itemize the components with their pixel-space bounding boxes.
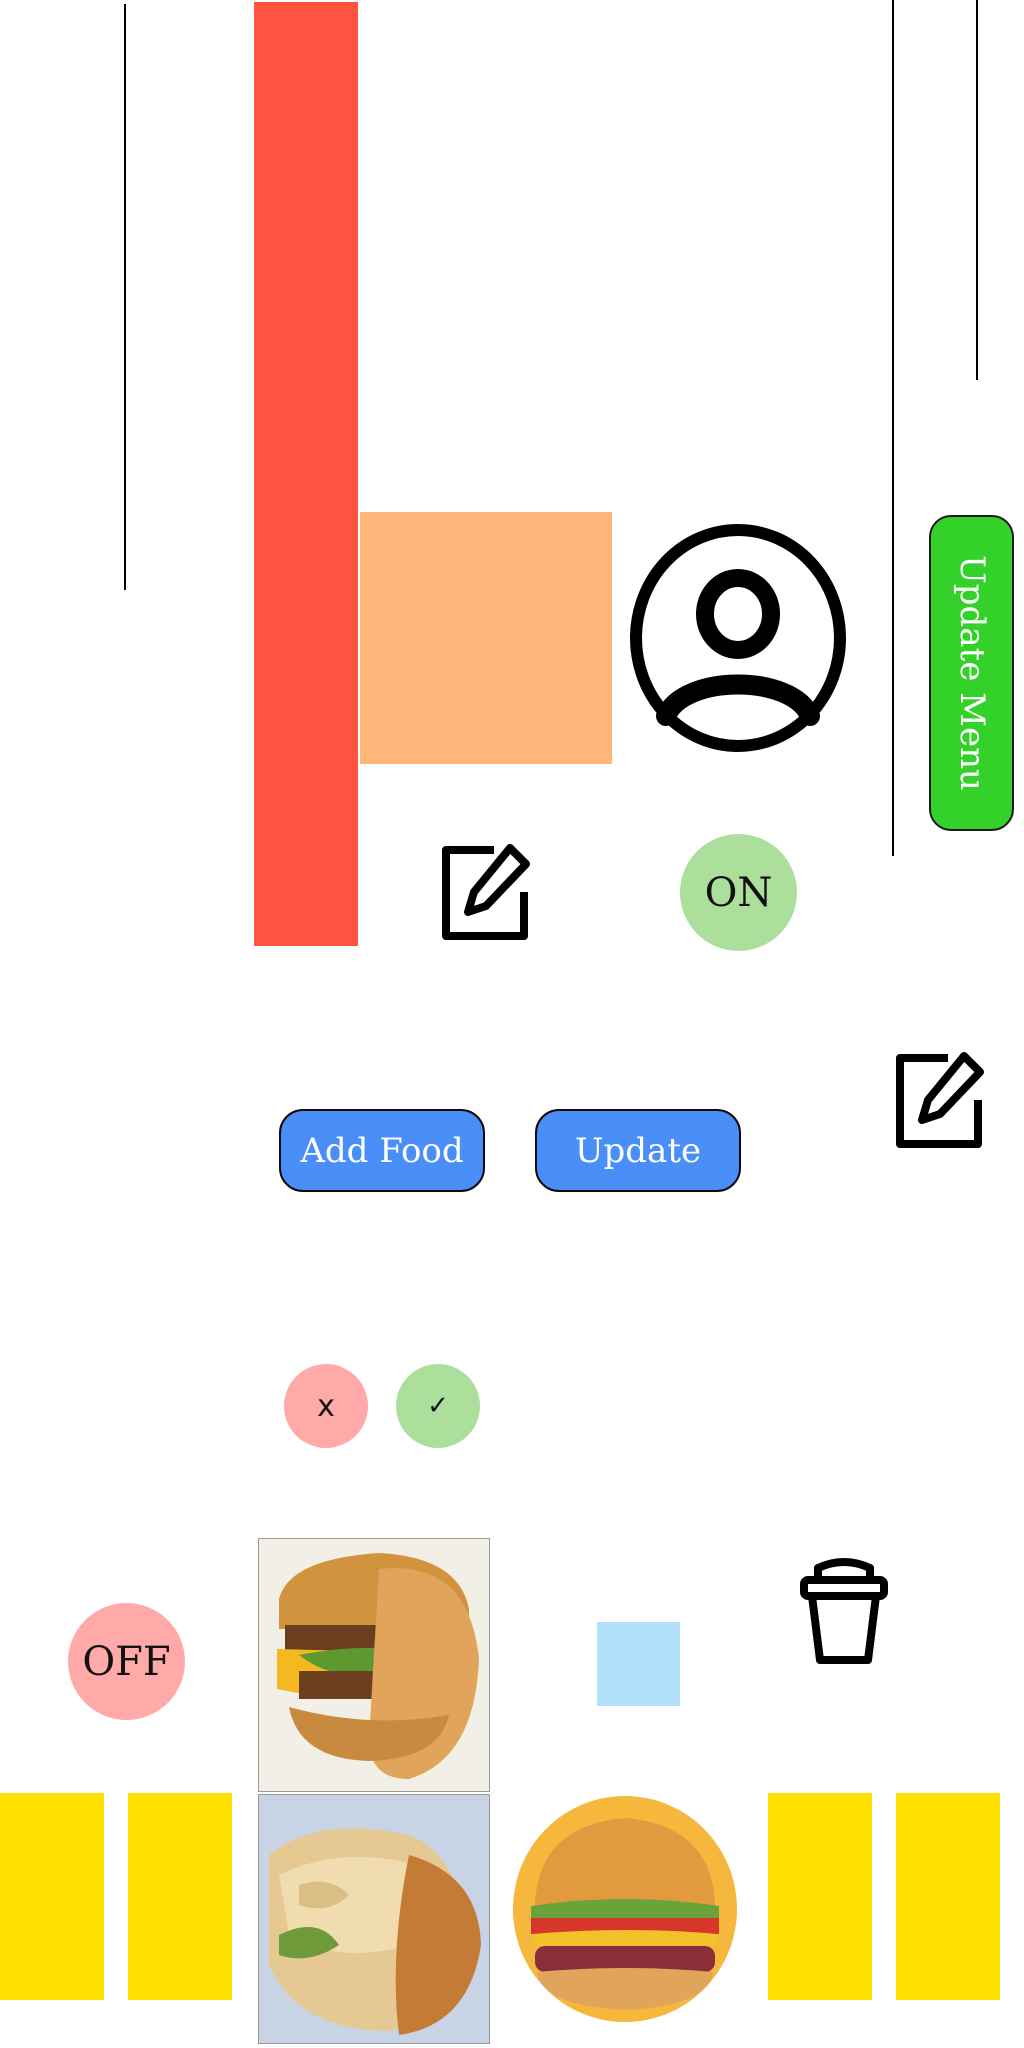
edit-square-icon — [442, 844, 530, 940]
update-menu-button[interactable]: Update Menu — [929, 515, 1014, 831]
user-circle-icon — [630, 524, 846, 752]
category-tile-1[interactable] — [0, 1793, 104, 2000]
category-tile-3[interactable] — [768, 1793, 872, 2000]
cheeseburger-photo — [259, 1539, 489, 1791]
edit-button[interactable] — [440, 842, 532, 942]
fried-chicken-sandwich-photo — [259, 1795, 489, 2043]
divider-right — [892, 0, 894, 856]
delete-button[interactable] — [800, 1556, 888, 1668]
update-menu-label: Update Menu — [951, 555, 992, 791]
profile-button[interactable] — [628, 522, 848, 754]
round-burger-photo — [513, 1796, 737, 2022]
edit-item-button[interactable] — [894, 1048, 986, 1150]
divider-left — [124, 4, 126, 590]
food-image-chicken-sandwich[interactable] — [258, 1794, 490, 2044]
food-image-cheeseburger[interactable] — [258, 1538, 490, 1792]
trash-cup-icon — [800, 1558, 888, 1664]
edit-square-icon — [896, 1052, 984, 1148]
food-image-round-burger[interactable] — [513, 1796, 737, 2022]
profile-banner — [360, 512, 612, 764]
category-tile-4[interactable] — [896, 1793, 1000, 2000]
placeholder-tile — [597, 1622, 680, 1706]
confirm-label: ✓ — [427, 1391, 449, 1421]
add-food-button[interactable]: Add Food — [279, 1109, 485, 1192]
sidebar-bar — [254, 2, 358, 946]
category-tile-2[interactable] — [128, 1793, 232, 2000]
update-label: Update — [574, 1130, 702, 1171]
off-toggle-label: OFF — [82, 1638, 171, 1685]
add-food-label: Add Food — [300, 1130, 464, 1171]
off-toggle[interactable]: OFF — [68, 1603, 185, 1720]
update-button[interactable]: Update — [535, 1109, 741, 1192]
cancel-label: x — [317, 1388, 335, 1424]
on-toggle[interactable]: ON — [680, 834, 797, 951]
cancel-button[interactable]: x — [284, 1364, 368, 1448]
on-toggle-label: ON — [704, 869, 773, 916]
confirm-button[interactable]: ✓ — [396, 1364, 480, 1448]
divider-far-right — [976, 0, 978, 380]
